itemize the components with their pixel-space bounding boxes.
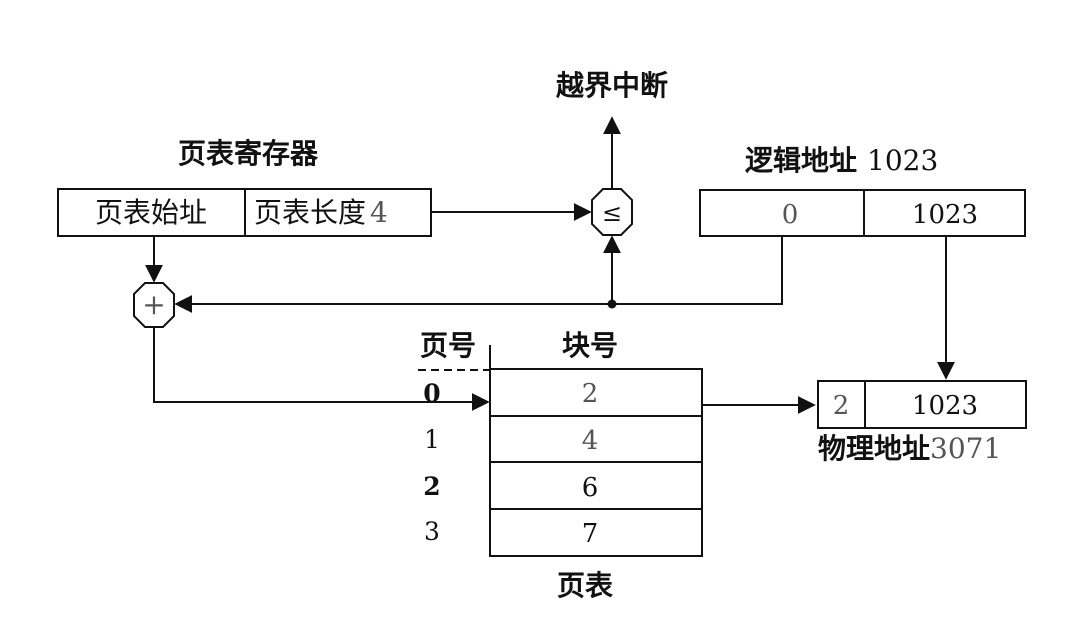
page-table: 0 1 2 3 2 4 6 7 [423, 368, 703, 557]
adder: + [133, 282, 175, 328]
logical-page-number: 0 [782, 200, 799, 230]
page-number: 2 [423, 472, 440, 501]
block-number-header: 块号 [562, 329, 618, 362]
block-number: 6 [582, 473, 599, 503]
block-number: 2 [582, 379, 599, 409]
comparator-symbol: ≤ [602, 199, 622, 227]
page-table-register-title: 页表寄存器 [178, 137, 319, 170]
comparator: ≤ [591, 188, 633, 236]
page-number-header: 页号 [420, 329, 476, 362]
page-number: 1 [424, 425, 440, 454]
page-table-caption: 页表 [557, 569, 613, 602]
junction-dot [607, 299, 617, 309]
pt-start-address-field: 页表始址 [95, 196, 207, 229]
logical-address-register: 0 1023 [699, 189, 1026, 237]
adder-symbol: + [142, 288, 165, 321]
connectors [145, 116, 955, 414]
adder-to-page-table-line [153, 327, 490, 411]
block-number: 4 [582, 426, 599, 456]
logical-offset: 1023 [912, 200, 978, 230]
physical-block-number: 2 [833, 391, 850, 421]
logical-page-to-adder-line [174, 236, 783, 313]
physical-offset: 1023 [912, 391, 978, 421]
physical-address-title: 物理地址3071 [818, 432, 1001, 465]
page-number: 0 [423, 379, 440, 408]
overflow-interrupt-label: 越界中断 [556, 69, 668, 102]
block-number: 7 [582, 519, 599, 549]
physical-address-register: 2 1023 [817, 380, 1027, 429]
page-number: 3 [424, 517, 440, 546]
